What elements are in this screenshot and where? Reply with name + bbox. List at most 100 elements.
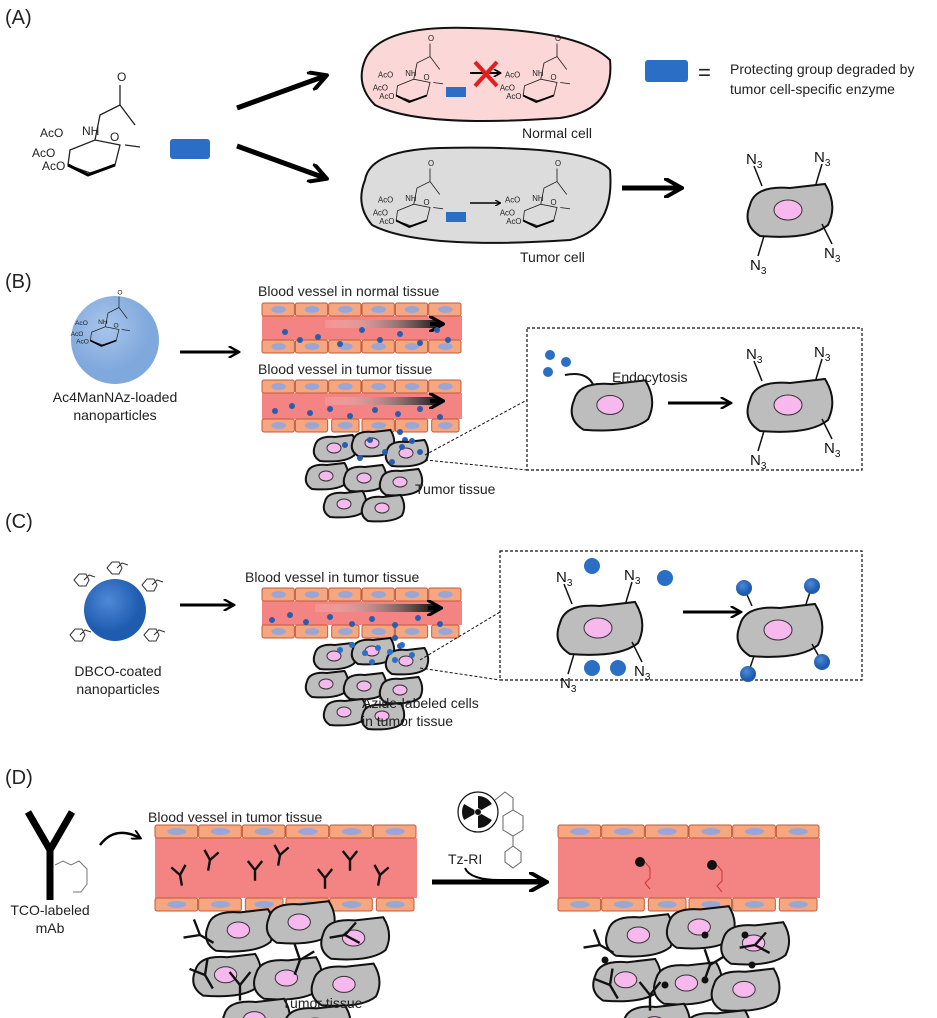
endothelial-nucleus xyxy=(788,901,808,908)
endothelial-nucleus xyxy=(744,901,765,908)
atom-label: NH xyxy=(98,319,108,326)
tissue-cell xyxy=(623,1002,691,1018)
atom-label: O xyxy=(117,289,122,296)
tissue-label-c-line2: in tumor tissue xyxy=(362,713,454,729)
nanoparticle-dot xyxy=(392,635,398,641)
endothelial-nucleus xyxy=(371,306,386,313)
nanoparticle-dot xyxy=(359,327,365,333)
atom-label: NH xyxy=(405,194,416,203)
nanoparticle-dot xyxy=(543,367,553,377)
tissue-label-c-line1: Azide-labeled cells xyxy=(362,695,479,711)
atom-label: O xyxy=(424,73,430,82)
cell-nucleus xyxy=(318,678,334,690)
nanoparticle-dot xyxy=(397,429,403,435)
cell-body xyxy=(689,1009,750,1018)
nanoparticle-b-label-line2: nanoparticles xyxy=(73,407,157,423)
tco-antibody-icon xyxy=(273,844,290,866)
bound-antibody-icon xyxy=(189,958,214,990)
cell-nucleus xyxy=(583,617,613,639)
dbco-group-icon xyxy=(106,561,129,575)
bound-antibody-icon xyxy=(638,981,662,1011)
bound-antibody-icon xyxy=(293,943,315,976)
nanoparticle-dot xyxy=(657,570,673,586)
nanoparticle-dot xyxy=(282,329,288,335)
cell-nucleus xyxy=(613,971,638,989)
endothelial-nucleus xyxy=(788,828,808,835)
azide-label: N3 xyxy=(624,567,641,587)
nanoparticle-dot xyxy=(375,645,381,651)
arrow-to-normal-cell xyxy=(236,76,325,111)
tissue-cell xyxy=(304,669,350,699)
vessel-tumor-label-d: Blood vessel in tumor tissue xyxy=(148,809,323,825)
tissue-cell xyxy=(312,433,358,463)
azide-bond xyxy=(815,358,823,380)
endothelial-nucleus xyxy=(271,591,286,598)
tissue-cell xyxy=(322,489,368,519)
nanoparticle-dot xyxy=(415,615,421,621)
nanoparticle-dot xyxy=(409,438,415,444)
vessel-tumor-label-c: Blood vessel in tumor tissue xyxy=(245,569,420,585)
azide-bond xyxy=(757,430,765,452)
atom-label: AcO xyxy=(373,208,388,217)
dbco-group-icon xyxy=(73,573,96,587)
tumor-cell-outline xyxy=(360,146,612,244)
bound-antibody-icon xyxy=(228,971,252,1001)
flow-arrow xyxy=(325,397,440,405)
antibody-arms xyxy=(341,850,359,871)
azide-bond xyxy=(567,653,575,675)
endothelial-nucleus xyxy=(701,828,721,835)
nanoparticle-dot xyxy=(610,660,626,676)
cell-nucleus xyxy=(356,680,372,692)
atom-label: AcO xyxy=(373,83,388,92)
atom-label: AcO xyxy=(500,83,515,92)
nanoparticle-dot xyxy=(307,410,313,416)
azide-label: N3 xyxy=(750,257,767,277)
nanoparticle-dot xyxy=(349,642,355,648)
endothelial-nucleus xyxy=(371,343,386,350)
nanoparticle-dot xyxy=(369,616,375,622)
legend-text-line1: Protecting group degraded by xyxy=(730,61,915,77)
endothelial-nucleus xyxy=(438,591,453,598)
endothelial-nucleus xyxy=(404,383,420,390)
dbco-group-icon xyxy=(69,628,92,642)
tco-antibody-icon xyxy=(341,850,359,871)
atom-label: AcO xyxy=(40,126,63,140)
atom-label: O xyxy=(428,159,434,168)
endothelial-nucleus xyxy=(271,422,286,429)
atom-label: AcO xyxy=(71,331,84,338)
cell-nucleus xyxy=(626,926,651,944)
nanoparticle-dot xyxy=(387,649,393,655)
nanoparticle-b-label-line1: Ac4ManNAz-loaded xyxy=(52,389,178,405)
antibody-arms xyxy=(316,868,334,889)
atom-label: AcO xyxy=(506,92,521,101)
vessel-lumen xyxy=(155,838,417,898)
zoom-connector-lines xyxy=(424,399,528,471)
cell-nucleus xyxy=(773,199,803,221)
azide-bond xyxy=(757,235,765,257)
endothelial-nucleus xyxy=(304,306,320,313)
protecting-group-icon xyxy=(170,139,210,159)
bound-nanoparticle xyxy=(736,580,752,596)
antibody-icon xyxy=(24,810,76,900)
radiolabeled-tz-icon xyxy=(635,857,651,890)
cell-nucleus xyxy=(374,502,390,514)
atom-label: O xyxy=(428,34,434,43)
tco-antibody-icon xyxy=(246,860,264,881)
tissue-cell xyxy=(322,697,368,727)
cell-nucleus xyxy=(392,684,408,696)
radiation-blade xyxy=(478,796,492,810)
nanoparticle-dot xyxy=(342,442,348,448)
atom-label: O xyxy=(117,70,126,84)
nanoparticle-dot xyxy=(382,449,388,455)
vessel-tumor-label-b: Blood vessel in tumor tissue xyxy=(258,361,433,377)
endothelial-nucleus xyxy=(304,591,320,598)
tissue-cell xyxy=(310,962,381,1007)
atom-label: NH xyxy=(405,69,416,78)
bold-bond xyxy=(395,94,428,104)
tissue-cell xyxy=(253,956,323,1001)
cell-body xyxy=(285,1004,352,1018)
azide-label: N3 xyxy=(560,675,577,695)
panel-b-label: (B) xyxy=(5,271,32,293)
radiolabel xyxy=(635,857,645,867)
